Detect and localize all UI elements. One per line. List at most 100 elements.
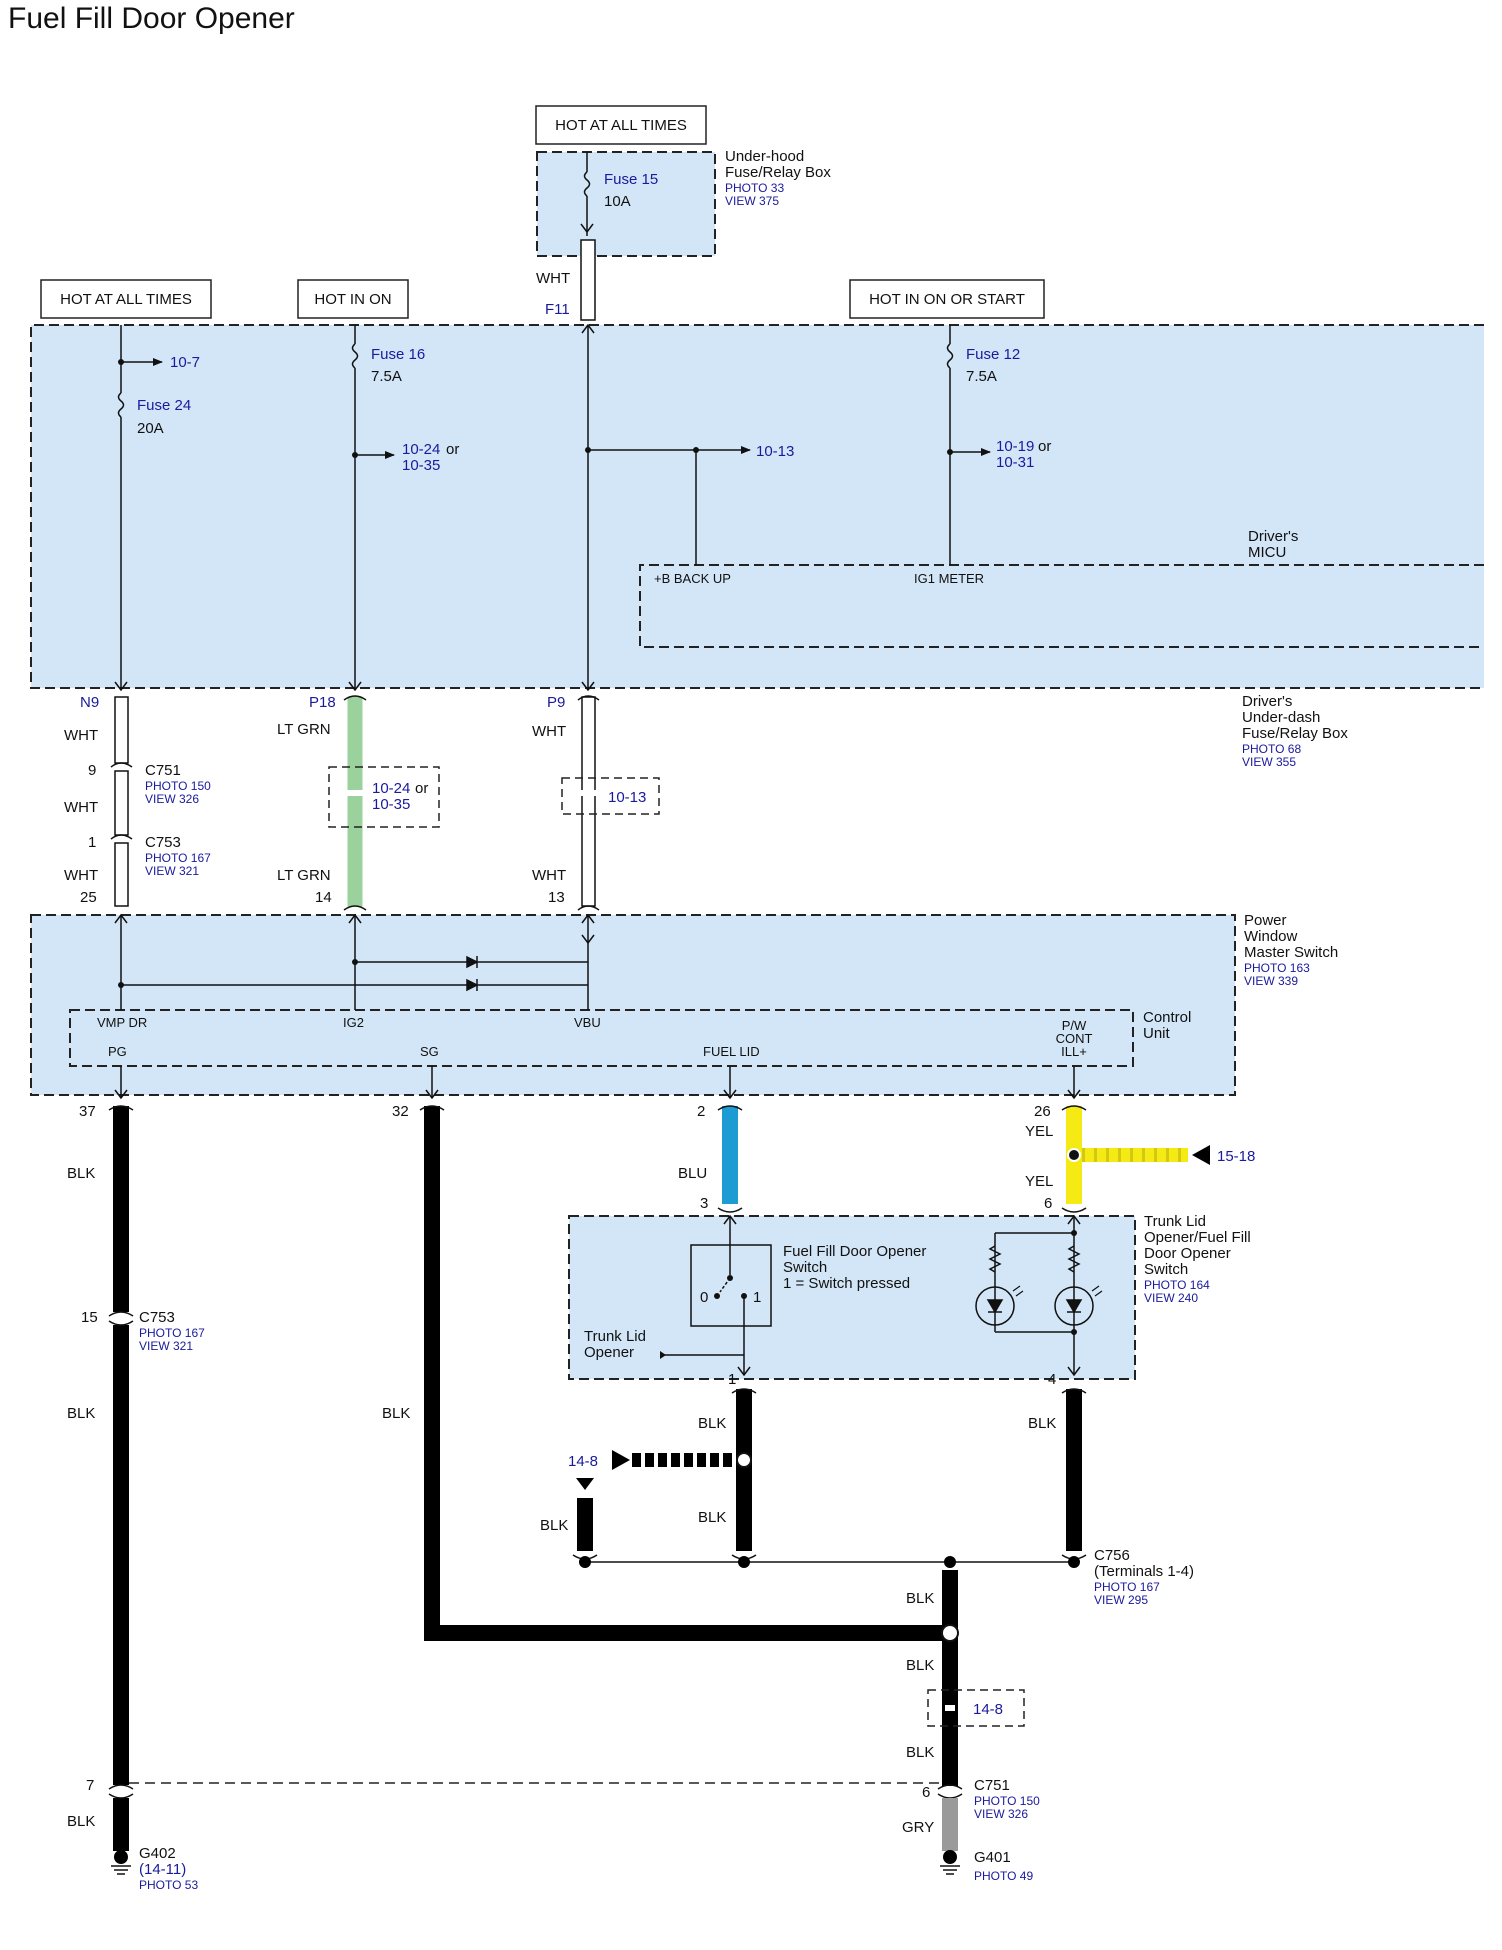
pw-master-name-2: Window <box>1244 928 1298 945</box>
diode-icon <box>466 955 479 969</box>
ref-14-8: 14-8 <box>568 1453 598 1470</box>
pin-37: 37 <box>79 1103 96 1120</box>
fuse-24-icon <box>117 392 125 418</box>
harness-ref-10-13: 10-13 <box>608 789 646 806</box>
fuse-12-rating: 7.5A <box>966 368 997 385</box>
pw-master-name-1: Power <box>1244 912 1287 929</box>
led-icon <box>975 1286 1015 1326</box>
pin-3: 3 <box>700 1195 708 1212</box>
fuse-12-icon <box>946 343 954 369</box>
underdash-box-name-1: Driver's <box>1242 693 1292 710</box>
resistor-icon <box>988 1245 1002 1273</box>
wire-color-pin1-2: BLK <box>698 1509 726 1526</box>
c751-photo: PHOTO 150 <box>145 779 211 793</box>
c756-name: C756 <box>1094 1547 1130 1564</box>
c753-pin-15: 15 <box>81 1309 98 1326</box>
arrow-15-18-icon <box>1192 1145 1210 1165</box>
c756-terminals: (Terminals 1-4) <box>1094 1563 1194 1580</box>
fuse-15-rating: 10A <box>604 193 631 210</box>
underdash-box-name-3: Fuse/Relay Box <box>1242 725 1348 742</box>
wire-color-p18-2: LT GRN <box>277 867 331 884</box>
wire-color-n9-1: WHT <box>64 727 98 744</box>
underhood-box-name-1: Under-hood <box>725 148 804 165</box>
underdash-fuse-box <box>30 324 1484 689</box>
wire-gry-g401 <box>942 1798 958 1851</box>
wire-color-p9-2: WHT <box>532 867 566 884</box>
g402-photo: PHOTO 53 <box>139 1878 198 1892</box>
wire-blk-pg-seg2 <box>113 1325 129 1785</box>
harness-ref-or: or <box>415 780 428 797</box>
c756-view: VIEW 295 <box>1094 1593 1148 1607</box>
wire-blk-pg-seg1 <box>113 1106 129 1312</box>
wire-color-yel-2: YEL <box>1025 1173 1053 1190</box>
power-label-box-left <box>40 279 212 319</box>
trunk-switch-photo: PHOTO 164 <box>1144 1278 1210 1292</box>
switch-pos-1: 1 <box>753 1289 761 1306</box>
wire-blk-ground-main <box>942 1570 958 1786</box>
wire-color-main-2: BLK <box>906 1657 934 1674</box>
ref-box-10-13 <box>561 777 660 815</box>
micu-name-2: MICU <box>1248 544 1286 561</box>
trunk-fuel-switch-box <box>568 1215 1136 1380</box>
wire-color-14-8: BLK <box>540 1517 568 1534</box>
power-label-start: HOT IN ON OR START <box>869 291 1025 308</box>
wire-color-blu: BLU <box>678 1165 707 1182</box>
fuse-24-name: Fuse 24 <box>137 397 191 414</box>
ground-g401-icon <box>943 1850 957 1864</box>
pin-25: 25 <box>80 889 97 906</box>
c753-name: C753 <box>145 834 181 851</box>
pin-vmp-dr: VMP DR <box>97 1015 147 1030</box>
harness-ref-10-35: 10-35 <box>372 796 410 813</box>
pin-13: 13 <box>548 889 565 906</box>
fuse-16-rating: 7.5A <box>371 368 402 385</box>
power-label-box-on <box>297 279 409 319</box>
wire-ltgrn-p18 <box>347 696 363 907</box>
pw-master-photo: PHOTO 163 <box>1244 961 1310 975</box>
fuse-16-icon <box>351 343 359 369</box>
pin-6: 6 <box>1044 1195 1052 1212</box>
wire-color-pg-3: BLK <box>67 1813 95 1830</box>
power-label-box-top <box>535 105 707 145</box>
ref-14-8-lower: 14-8 <box>973 1701 1003 1718</box>
ref-10-7: 10-7 <box>170 354 200 371</box>
wire-color-p9-1: WHT <box>532 723 566 740</box>
ref-10-31: 10-31 <box>996 454 1034 471</box>
control-unit-1: Control <box>1143 1009 1191 1026</box>
wire-color-main-3: BLK <box>906 1744 934 1761</box>
ref-10-19: 10-19 <box>996 438 1034 455</box>
c756-photo: PHOTO 167 <box>1094 1580 1160 1594</box>
wire-color-sg: BLK <box>382 1405 410 1422</box>
drivers-micu-box <box>639 564 1484 648</box>
pin-6-lower: 6 <box>922 1784 930 1801</box>
pin-fuel-lid: FUEL LID <box>703 1044 760 1059</box>
wire-blk-sg <box>424 1106 950 1641</box>
wire-wht-n9-seg3 <box>114 842 129 907</box>
trunk-switch-name-4: Switch <box>1144 1261 1188 1278</box>
underdash-box-view: VIEW 355 <box>1242 755 1296 769</box>
pin-14: 14 <box>315 889 332 906</box>
underhood-box-name-2: Fuse/Relay Box <box>725 164 831 181</box>
switch-note: 1 = Switch pressed <box>783 1275 910 1292</box>
pin-7: 7 <box>86 1777 94 1794</box>
c751-lower-photo: PHOTO 150 <box>974 1794 1040 1808</box>
underhood-box-view: VIEW 375 <box>725 194 779 208</box>
pin-ig1-meter: IG1 METER <box>914 571 984 586</box>
fuse-15-icon <box>583 171 591 197</box>
c753-view: VIEW 321 <box>145 864 199 878</box>
wire-color-pin4: BLK <box>1028 1415 1056 1432</box>
fuse-12-name: Fuse 12 <box>966 346 1020 363</box>
pin-26: 26 <box>1034 1103 1051 1120</box>
pin-4-lower: 4 <box>1048 1371 1056 1388</box>
pin-1-lower: 1 <box>728 1371 736 1388</box>
arrow-14-8-icon <box>612 1450 630 1470</box>
c753-lower-view: VIEW 321 <box>139 1339 193 1353</box>
terminal-f11: F11 <box>545 301 570 318</box>
wire-blk-pin1 <box>736 1389 752 1551</box>
harness-ref-10-24: 10-24 <box>372 780 410 797</box>
trunk-switch-view: VIEW 240 <box>1144 1291 1198 1305</box>
ref-15-18: 15-18 <box>1217 1148 1255 1165</box>
control-unit-2: Unit <box>1143 1025 1171 1042</box>
pin-pw-2: CONT <box>1056 1031 1093 1046</box>
connector-icon <box>108 1105 134 1799</box>
